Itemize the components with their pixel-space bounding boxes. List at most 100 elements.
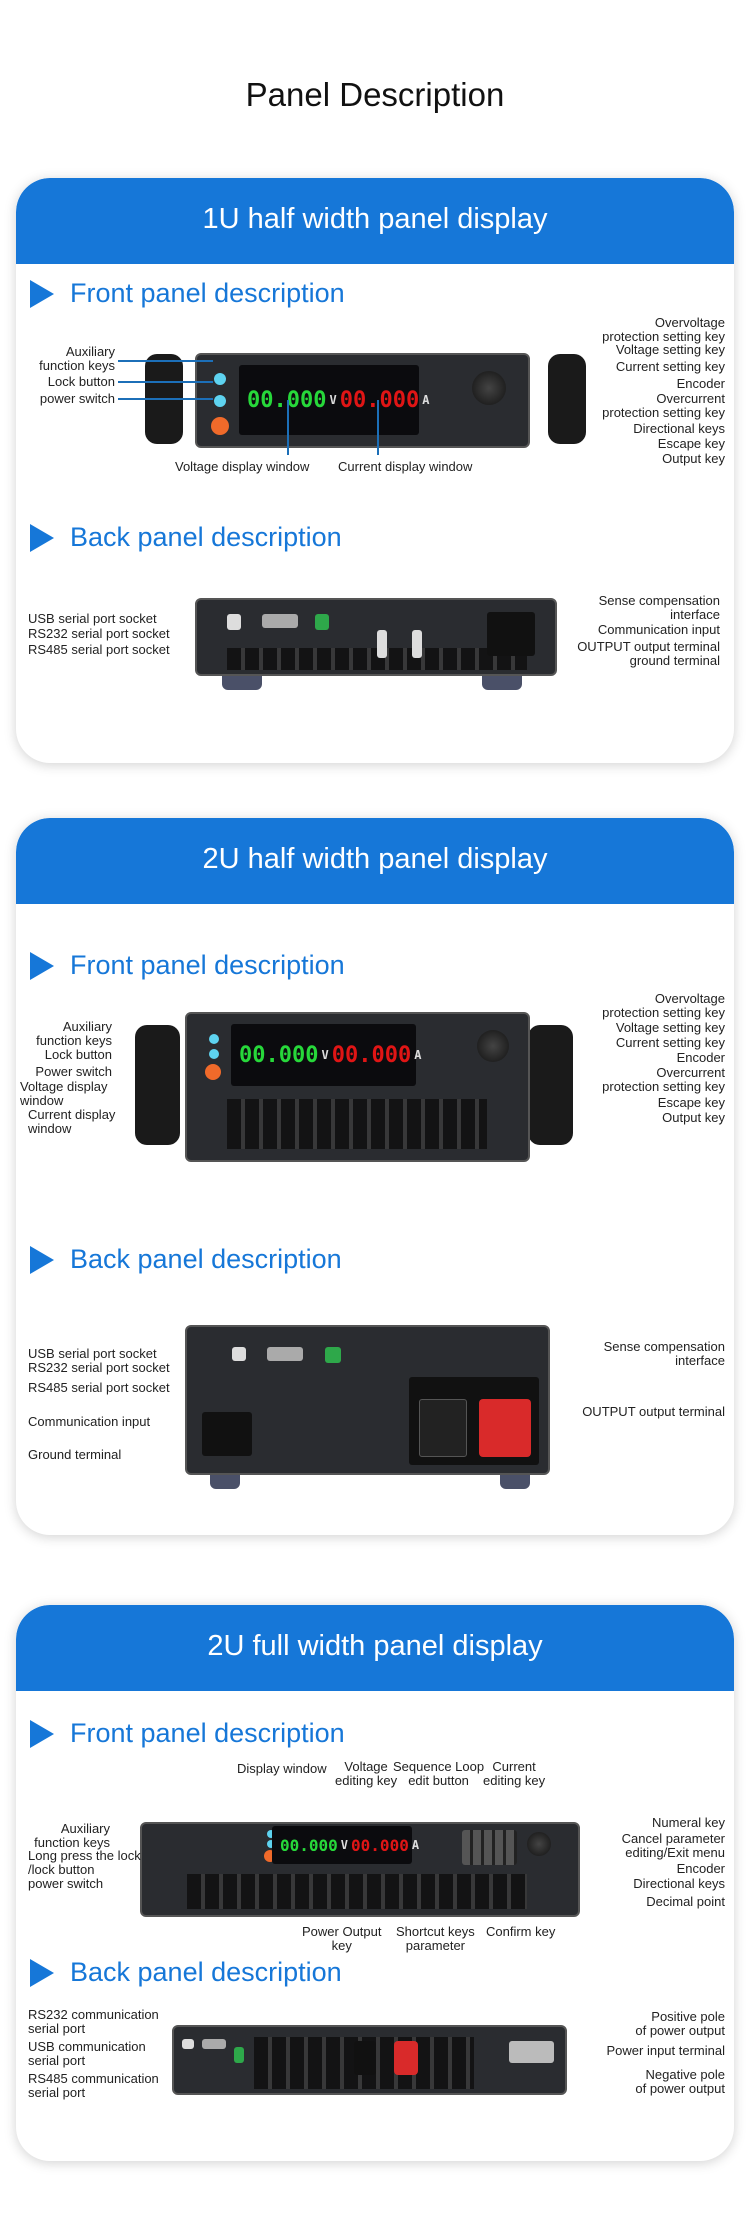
label: RS485 serial port socket — [28, 642, 170, 657]
label: Communication input — [597, 622, 720, 637]
label: RS485 serial port socket — [28, 1380, 170, 1395]
power-input-terminal — [509, 2041, 554, 2063]
device-1u-back — [195, 598, 557, 676]
foot — [482, 676, 522, 690]
a-unit: A — [414, 1048, 422, 1062]
encoder-knob[interactable] — [472, 371, 506, 405]
triangle-icon — [30, 1958, 54, 1987]
leader-line — [118, 398, 213, 400]
aux-key[interactable] — [214, 373, 226, 385]
label: RS232 serial port socket — [28, 626, 170, 641]
v-unit: V — [321, 1048, 329, 1062]
label: RS485 communication serial port — [28, 2071, 159, 2100]
rs232-port — [262, 614, 298, 628]
label: Long press the lock /lock button — [28, 1848, 141, 1877]
ac-inlet — [202, 1412, 252, 1456]
ac-inlet — [487, 612, 535, 656]
label: USB serial port socket — [28, 611, 157, 626]
heading-text: Front panel description — [70, 950, 345, 980]
label: Overvoltage protection setting key — [602, 991, 725, 1020]
front-heading: Front panel description — [30, 950, 345, 981]
label: Confirm key — [486, 1924, 556, 1939]
power-switch[interactable] — [205, 1064, 221, 1080]
label: Current setting key — [615, 1035, 725, 1050]
label: Voltage setting key — [615, 1020, 725, 1035]
usb-port — [232, 1347, 246, 1361]
power-switch[interactable] — [211, 417, 229, 435]
label: Power Output key — [302, 1924, 382, 1953]
label: Overcurrent protection setting key — [602, 1065, 725, 1094]
triangle-icon — [30, 1719, 54, 1748]
front-heading: Front panel description — [30, 1718, 345, 1749]
label: Current editing key — [483, 1759, 546, 1788]
negative-terminal — [354, 2041, 376, 2075]
output-terminal — [412, 630, 422, 658]
label: Sense compensation interface — [603, 1339, 725, 1368]
label: OUTPUT output terminal — [582, 1404, 725, 1419]
leader-line — [287, 400, 289, 455]
label: Escape key — [657, 436, 725, 451]
label: Power input terminal — [606, 2043, 726, 2058]
label: Overvoltage protection setting key — [602, 315, 725, 344]
leader-line — [118, 381, 213, 383]
label: Overcurrent protection setting key — [602, 391, 725, 420]
vent — [187, 1874, 527, 1909]
label: Directional keys — [633, 421, 725, 436]
encoder-knob[interactable] — [527, 1832, 551, 1856]
encoder-knob[interactable] — [477, 1030, 509, 1062]
rs485-port — [315, 614, 329, 630]
label: Positive pole of power output — [635, 2009, 725, 2038]
label: Auxiliary function keys — [34, 1821, 110, 1850]
label: Communication input — [28, 1414, 151, 1429]
label: Current display window — [338, 459, 473, 474]
lock-key[interactable] — [209, 1049, 219, 1059]
current-readout: 00.000 — [331, 1042, 412, 1068]
voltage-readout: 00.000 — [247, 388, 326, 413]
label: power switch — [28, 1876, 104, 1891]
label: Voltage editing key — [335, 1759, 398, 1788]
label: Directional keys — [633, 1876, 725, 1891]
v-unit: V — [329, 393, 337, 407]
negative-terminal — [419, 1399, 467, 1457]
device-2u-back — [185, 1325, 550, 1475]
usb-port — [227, 614, 241, 630]
label: Output key — [662, 1110, 725, 1125]
aux-key[interactable] — [267, 1830, 275, 1838]
foot — [500, 1475, 530, 1489]
current-readout: 00.000 — [351, 1835, 409, 1855]
label: USB serial port socket — [28, 1346, 157, 1361]
label: OUTPUT output terminal — [577, 639, 720, 654]
lock-key[interactable] — [214, 395, 226, 407]
rs232-port — [202, 2039, 226, 2049]
vent — [227, 648, 527, 670]
label: Display window — [237, 1761, 327, 1776]
usb-port — [182, 2039, 194, 2049]
a-unit: A — [422, 393, 430, 407]
rs485-port — [325, 1347, 341, 1363]
numeral-keypad[interactable] — [462, 1830, 517, 1865]
lock-key[interactable] — [267, 1840, 275, 1848]
heading-text: Front panel description — [70, 1718, 345, 1748]
label: Voltage display window — [175, 459, 310, 474]
back-heading: Back panel description — [30, 1244, 342, 1275]
label: power switch — [39, 391, 115, 406]
triangle-icon — [30, 1245, 54, 1274]
label: Voltage display window — [20, 1079, 108, 1108]
label: USB communication serial port — [28, 2039, 146, 2068]
label: Escape key — [657, 1095, 725, 1110]
voltage-readout: 00.000 — [280, 1835, 338, 1855]
label: Auxiliary function keys — [39, 344, 115, 373]
label: Current setting key — [615, 359, 725, 374]
triangle-icon — [30, 523, 54, 552]
aux-key[interactable] — [209, 1034, 219, 1044]
leader-line — [118, 360, 213, 362]
label: Lock button — [44, 1047, 112, 1062]
device-2u-full-back — [172, 2025, 567, 2095]
label: Encoder — [676, 1861, 725, 1876]
label: Auxiliary function keys — [36, 1019, 112, 1048]
